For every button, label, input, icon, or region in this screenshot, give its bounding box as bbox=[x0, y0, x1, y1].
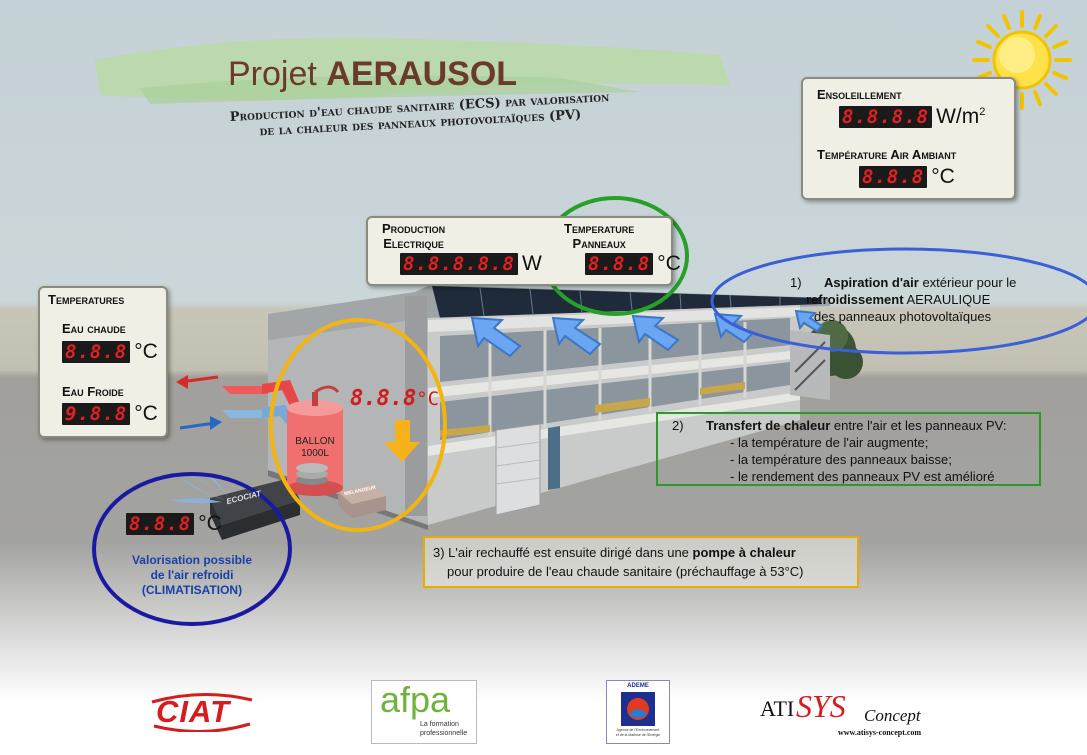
sun-icon bbox=[972, 10, 1072, 110]
afpa-subtitle: La formation professionnelle bbox=[420, 721, 468, 737]
atisys-text-1: ATI bbox=[760, 696, 795, 721]
ecociat-unit bbox=[210, 478, 300, 525]
page-title: Projet AERAUSOL bbox=[228, 55, 517, 94]
step1-note: 1) Aspiration d'air extérieur pour le ref… bbox=[790, 274, 1050, 325]
balloon-tank-label: BALLON 1000L bbox=[295, 436, 335, 459]
balloon-display: 8.8.8 bbox=[350, 386, 417, 411]
production-label: Production Electrique bbox=[382, 221, 446, 251]
balloon-unit: °C bbox=[416, 388, 440, 410]
title-prefix: Projet bbox=[228, 55, 317, 93]
cooling-readout: 8.8.8°C bbox=[126, 512, 222, 536]
ensoleillement-unit: W/m2 bbox=[936, 105, 986, 128]
cold-water-unit: °C bbox=[134, 402, 158, 425]
step1-text1: extérieur pour le bbox=[918, 275, 1017, 290]
down-arrow bbox=[384, 420, 420, 462]
ciat-text: CIAT bbox=[156, 694, 231, 729]
atisys-text-2: SYS bbox=[796, 688, 846, 724]
production-display: 8.8.8.8.8 bbox=[400, 253, 518, 275]
step2-bullet3: - le rendement des panneaux PV est améli… bbox=[730, 469, 995, 484]
air-unit: °C bbox=[931, 165, 955, 188]
step2-bullet1: - la température de l'air augmente; bbox=[730, 435, 929, 450]
hot-water-unit: °C bbox=[134, 340, 158, 363]
ensoleillement-display: 8.8.8.8 bbox=[839, 106, 933, 128]
hot-water-readout: 8.8.8°C bbox=[62, 340, 158, 364]
air-display: 8.8.8 bbox=[859, 166, 928, 188]
step3-line1: 3) L'air rechauffé est ensuite dirigé da… bbox=[433, 545, 796, 560]
step1-bold1: Aspiration d'air bbox=[824, 275, 919, 290]
air-label: Température Air Ambiant bbox=[817, 147, 957, 162]
ademe-text: ADEME bbox=[627, 683, 649, 689]
title-name: AERAUSOL bbox=[326, 55, 518, 93]
step2-box: 2)Transfert de chaleur entre l'air et le… bbox=[656, 412, 1041, 486]
production-unit: W bbox=[521, 252, 542, 275]
balloon-tank bbox=[287, 385, 343, 496]
hot-pipe bbox=[222, 386, 268, 394]
cold-pipe bbox=[222, 410, 268, 418]
cooling-note: Valorisation possible de l'air refroidi … bbox=[131, 553, 253, 597]
panel-temp-unit: °C bbox=[657, 252, 681, 275]
balloon-readout: 8.8.8°C bbox=[350, 386, 439, 411]
cold-water-arrow bbox=[179, 421, 216, 430]
step3-line2: pour produire de l'eau chaude sanitaire … bbox=[447, 564, 804, 579]
temperatures-panel: Temperatures Eau chaude 8.8.8°C Eau Froi… bbox=[38, 286, 168, 438]
cold-air-plume bbox=[170, 470, 228, 504]
atisys-text-3: Concept bbox=[864, 706, 921, 725]
step1-bold2: refroidissement bbox=[806, 292, 904, 307]
panel-temp-label: Temperature Panneaux bbox=[564, 221, 635, 251]
cold-water-label: Eau Froide bbox=[62, 384, 124, 399]
step1-text3: des panneaux photovoltaïques bbox=[814, 309, 992, 324]
atisys-url: www.atisys-concept.com bbox=[838, 728, 922, 737]
solar-panels bbox=[432, 286, 822, 318]
step3-box: 3) L'air rechauffé est ensuite dirigé da… bbox=[423, 536, 859, 588]
atisys-logo: ATI SYS Concept www.atisys-concept.com bbox=[760, 688, 960, 740]
ciat-logo: CIAT bbox=[148, 690, 256, 733]
panel-temp-readout: 8.8.8°C bbox=[585, 252, 681, 276]
ring-navy bbox=[92, 472, 292, 626]
cooling-display: 8.8.8 bbox=[126, 513, 195, 535]
step2-bullet2: - la température des panneaux baisse; bbox=[730, 452, 952, 467]
cooling-unit: °C bbox=[198, 512, 222, 535]
ademe-subtitle: Agence de l'Environnement et de la Maîtr… bbox=[615, 728, 661, 737]
ciat-swoosh-icon bbox=[151, 692, 253, 733]
hot-water-display: 8.8.8 bbox=[62, 341, 131, 363]
ademe-emblem-icon bbox=[621, 692, 655, 726]
air-readout: 8.8.8°C bbox=[859, 165, 955, 189]
panel-temp-display: 8.8.8 bbox=[585, 253, 654, 275]
building bbox=[268, 285, 830, 530]
step2-heading: 2)Transfert de chaleur entre l'air et le… bbox=[672, 418, 1007, 433]
afpa-logo: afpa La formation professionnelle bbox=[371, 679, 477, 744]
afpa-text: afpa bbox=[380, 679, 451, 720]
ring-orange bbox=[269, 318, 447, 532]
step1-text2: AERAULIQUE bbox=[903, 292, 991, 307]
ademe-logo: ADEME Agence de l'Environnement et de la… bbox=[606, 680, 670, 744]
temperatures-title: Temperatures bbox=[48, 292, 125, 307]
hot-water-label: Eau chaude bbox=[62, 321, 126, 336]
step1-number: 1) bbox=[790, 275, 802, 290]
cold-water-display: 9.8.8 bbox=[62, 403, 131, 425]
ensoleillement-label: Ensoleillement bbox=[817, 87, 902, 102]
cold-water-readout: 9.8.8°C bbox=[62, 402, 158, 426]
ring-blue bbox=[710, 247, 1087, 355]
